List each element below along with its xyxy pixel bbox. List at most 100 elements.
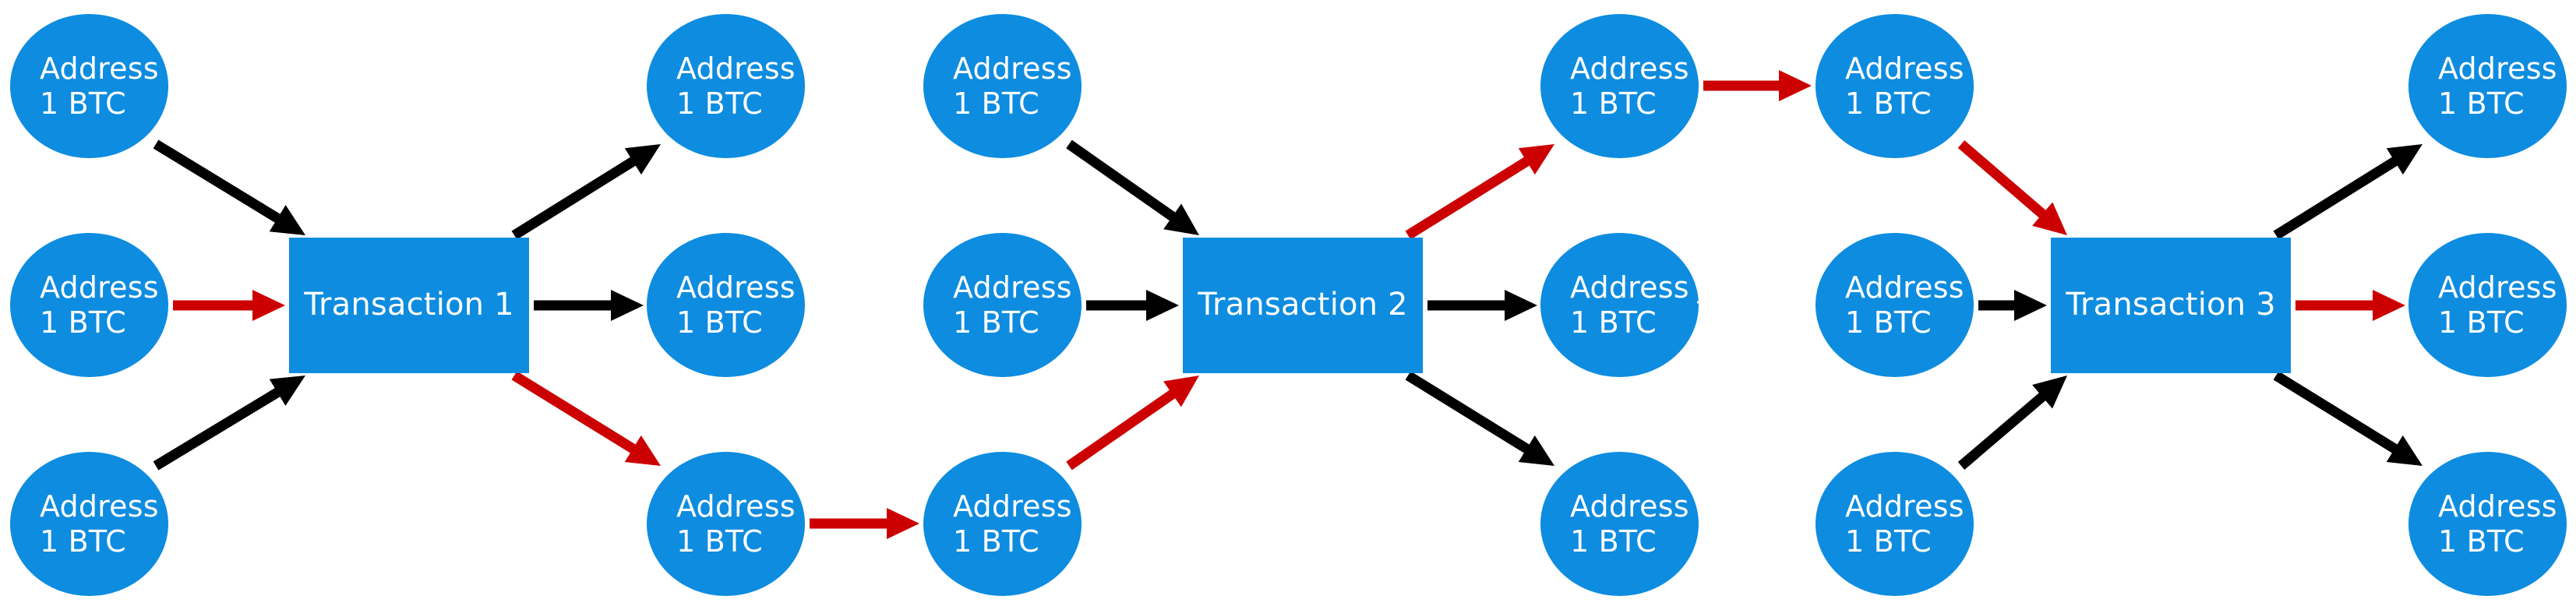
node-label-primary: Address C bbox=[40, 488, 168, 524]
edge-g-to-t2 bbox=[1066, 139, 1199, 235]
node-label-amount: 1 BTC bbox=[953, 305, 1039, 340]
node-label-amount: 1 BTC bbox=[676, 305, 763, 340]
edge-a-to-t1 bbox=[173, 290, 285, 321]
edge-f2-to-t2 bbox=[1066, 376, 1199, 471]
edge-arrowhead bbox=[1146, 290, 1179, 321]
address-node-d[interactable]: Address D1 BTC bbox=[647, 14, 805, 158]
node-label-primary: Address F bbox=[953, 488, 1082, 524]
edge-shaft bbox=[1066, 387, 1180, 471]
edge-arrowhead bbox=[2032, 202, 2067, 235]
node-label-primary: Address I bbox=[1570, 51, 1699, 86]
transaction-node-t2[interactable]: Transaction 2 bbox=[1183, 238, 1423, 373]
edge-arrowhead bbox=[887, 508, 919, 539]
address-node-o[interactable]: Address O1 BTC bbox=[2408, 233, 2567, 377]
edge-l-to-t3 bbox=[1978, 290, 2047, 321]
edge-shaft bbox=[1957, 390, 2049, 470]
node-label-primary: Address N bbox=[2438, 51, 2567, 86]
node-label-primary: Transaction 3 bbox=[2066, 287, 2276, 323]
edge-shaft bbox=[153, 386, 284, 471]
node-label-primary: Address G bbox=[953, 51, 1082, 86]
address-node-b[interactable]: Address B1 BTC bbox=[10, 14, 168, 158]
node-label-amount: 1 BTC bbox=[953, 524, 1039, 559]
edge-b-to-t1 bbox=[153, 139, 305, 235]
edge-arrowhead bbox=[269, 205, 305, 235]
node-label-primary: Address M bbox=[1845, 488, 1974, 524]
address-node-a[interactable]: Address A1 BTC bbox=[10, 233, 168, 377]
address-node-f1[interactable]: Address F1 BTC bbox=[647, 452, 805, 596]
node-label-primary: Transaction 1 bbox=[304, 287, 514, 323]
edge-arrowhead bbox=[624, 435, 661, 466]
edge-t3-to-o bbox=[2295, 290, 2405, 321]
edge-t1-to-e bbox=[534, 290, 644, 321]
edge-arrowhead bbox=[611, 290, 644, 321]
transaction-node-t1[interactable]: Transaction 1 bbox=[289, 238, 529, 373]
node-label-primary: Address O bbox=[2438, 270, 2567, 305]
edge-t2-to-j bbox=[1427, 290, 1537, 321]
node-label-amount: 1 BTC bbox=[2438, 305, 2525, 340]
edge-shaft bbox=[511, 371, 640, 456]
address-node-g[interactable]: Address G1 BTC bbox=[923, 14, 1082, 158]
edge-arrowhead bbox=[2032, 376, 2067, 409]
address-node-l[interactable]: Address L1 BTC bbox=[1816, 233, 1974, 377]
edge-arrowhead bbox=[2373, 290, 2405, 321]
node-label-amount: 1 BTC bbox=[953, 86, 1039, 121]
node-label-amount: 1 BTC bbox=[2438, 86, 2525, 121]
node-label-amount: 1 BTC bbox=[676, 524, 763, 559]
node-label-primary: Address P bbox=[2438, 488, 2567, 524]
transaction-node-t3[interactable]: Transaction 3 bbox=[2051, 238, 2291, 373]
edge-arrowhead bbox=[2386, 144, 2422, 175]
edge-shaft bbox=[1957, 140, 2049, 221]
node-label-primary: Address H bbox=[953, 270, 1082, 305]
node-label-primary: Address I bbox=[1845, 51, 1974, 86]
node-label-amount: 1 BTC bbox=[1570, 86, 1657, 121]
node-label-amount: 1 BTC bbox=[1845, 305, 1932, 340]
node-label-amount: 1 BTC bbox=[676, 86, 763, 121]
node-label-primary: Address L bbox=[1845, 270, 1974, 305]
edge-arrowhead bbox=[2014, 290, 2047, 321]
edge-shaft bbox=[1066, 139, 1180, 224]
edge-shaft bbox=[2273, 371, 2401, 456]
edge-arrowhead bbox=[269, 376, 305, 406]
node-label-amount: 1 BTC bbox=[1845, 524, 1932, 559]
edge-arrowhead bbox=[1779, 70, 1812, 101]
address-node-m[interactable]: Address M1 BTC bbox=[1816, 452, 1974, 596]
edge-shaft bbox=[1405, 154, 1533, 240]
address-node-k[interactable]: Address K1 BTC bbox=[1540, 452, 1699, 596]
node-label-primary: Address D bbox=[676, 51, 805, 86]
edge-t3-to-p bbox=[2273, 371, 2422, 466]
edge-m-to-t3 bbox=[1957, 376, 2067, 470]
node-label-amount: 1 BTC bbox=[40, 524, 126, 559]
node-label-primary: Address J bbox=[1570, 270, 1699, 305]
node-label-amount: 1 BTC bbox=[1570, 524, 1657, 559]
edge-t2-to-k bbox=[1405, 371, 1554, 466]
node-label-primary: Address E bbox=[676, 270, 805, 305]
address-node-p[interactable]: Address P1 BTC bbox=[2408, 452, 2567, 596]
edge-arrowhead bbox=[1163, 203, 1199, 235]
edge-arrowhead bbox=[2386, 435, 2422, 466]
node-label-amount: 1 BTC bbox=[40, 305, 126, 340]
node-label-primary: Address A bbox=[40, 270, 168, 305]
node-label-primary: Address B bbox=[40, 51, 168, 86]
edge-arrowhead bbox=[1518, 144, 1554, 175]
edge-shaft bbox=[1405, 371, 1533, 456]
edge-t1-to-d bbox=[511, 144, 661, 240]
node-label-amount: 1 BTC bbox=[2438, 524, 2525, 559]
node-label-amount: 1 BTC bbox=[1570, 305, 1657, 340]
edge-shaft bbox=[511, 154, 640, 240]
edge-arrowhead bbox=[1505, 290, 1537, 321]
address-node-h[interactable]: Address H1 BTC bbox=[923, 233, 1082, 377]
address-node-c[interactable]: Address C1 BTC bbox=[10, 452, 168, 596]
address-node-e[interactable]: Address E1 BTC bbox=[647, 233, 805, 377]
address-node-f2[interactable]: Address F1 BTC bbox=[923, 452, 1082, 596]
edge-arrowhead bbox=[1518, 435, 1554, 466]
edge-f1-to-f2 bbox=[810, 508, 919, 539]
edge-h-to-t2 bbox=[1086, 290, 1179, 321]
edge-t3-to-n bbox=[2273, 144, 2422, 240]
edge-shaft bbox=[153, 139, 284, 225]
address-node-n[interactable]: Address N1 BTC bbox=[2408, 14, 2567, 158]
edge-arrowhead bbox=[252, 290, 285, 321]
